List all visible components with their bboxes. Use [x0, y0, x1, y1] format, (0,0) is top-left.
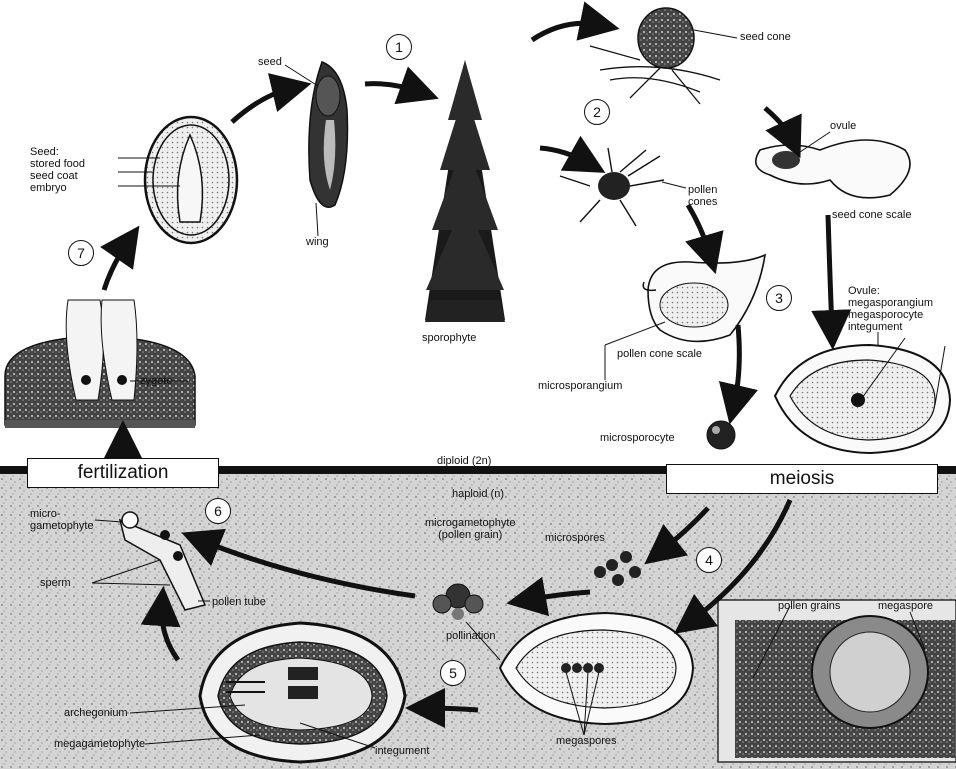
zygote-label: zygote: [140, 375, 172, 387]
pollination-label: pollination: [446, 630, 496, 642]
microsporocyte-cell: [707, 421, 735, 449]
ovule-section: [775, 332, 950, 453]
micrograph-inset: [718, 600, 956, 762]
step-1-marker: 1: [386, 34, 412, 60]
winged-seed: [285, 62, 348, 236]
step-2-marker: 2: [584, 99, 610, 125]
microsporocyte-label: microsporocyte: [600, 432, 675, 444]
seed-label: seed: [258, 56, 282, 68]
step-6-marker: 6: [205, 498, 231, 524]
step-7-marker: 7: [68, 240, 94, 266]
seed-cross-section: [118, 117, 237, 243]
zygote-structure: [5, 300, 195, 428]
archegonium-label: archegonium: [64, 707, 128, 719]
megaspore-label: megaspore: [878, 600, 933, 612]
microgametophyte-long-label: microgametophyte(pollen grain): [425, 517, 516, 541]
microgametophyte-short-label: micro-gametophyte: [30, 508, 94, 532]
diploid-label: diploid (2n): [437, 455, 491, 467]
pollen-cone-scale-label: pollen cone scale: [617, 348, 702, 360]
step-5-marker: 5: [440, 660, 466, 686]
seed-cone: [590, 8, 737, 104]
integument-label: integument: [375, 745, 429, 757]
sperm-label: sperm: [40, 577, 71, 589]
haploid-label: haploid (n): [452, 488, 504, 500]
microsporangium-label: microsporangium: [538, 380, 622, 392]
pollen-grains-label: pollen grains: [778, 600, 840, 612]
ovule-on-scale: [756, 132, 910, 198]
step-4-marker: 4: [696, 547, 722, 573]
sporophyte-label: sporophyte: [422, 332, 476, 344]
pollen-tube-label: pollen tube: [212, 596, 266, 608]
meiosis-box: meiosis: [666, 464, 938, 494]
sporophyte-tree: [425, 60, 505, 322]
ovule-label: ovule: [830, 120, 856, 132]
step-3-marker: 3: [766, 285, 792, 311]
seed-cone-label: seed cone: [740, 31, 791, 43]
seed-cone-scale-label: seed cone scale: [832, 209, 912, 221]
fertilization-box: fertilization: [27, 458, 219, 488]
wing-label: wing: [306, 236, 329, 248]
megagametophyte-label: megagametophyte: [54, 738, 145, 750]
microspores-label: microspores: [545, 532, 605, 544]
megaspores-label: megaspores: [556, 735, 617, 747]
